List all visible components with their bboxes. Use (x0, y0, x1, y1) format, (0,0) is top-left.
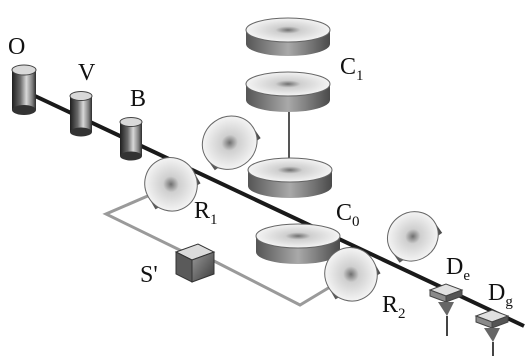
label-ramsey-r2: R2 (382, 292, 406, 322)
label-cavity-c0-main: C (336, 200, 352, 226)
label-cavity-c1-sub: 1 (356, 68, 364, 84)
side-mirror-upper (201, 115, 261, 171)
detector-e (428, 283, 464, 336)
oven-cylinder (11, 64, 37, 115)
side-mirror-lower (386, 211, 443, 263)
cavity-c0 (247, 157, 341, 264)
ramsey-zone-r2 (324, 247, 381, 302)
cavity-c1-bottom-mirror (245, 71, 331, 112)
source-box (174, 243, 216, 283)
label-detector-g-sub: g (505, 294, 513, 310)
label-ramsey-r2-main: R (382, 292, 398, 318)
label-oven: O (8, 34, 25, 60)
label-ramsey-r1: R1 (194, 198, 218, 228)
label-cavity-c1: C1 (340, 54, 364, 84)
ramsey-zone-r1 (144, 157, 201, 212)
label-detector-g-main: D (488, 280, 505, 306)
label-ramsey-r2-sub: 2 (398, 306, 406, 322)
cavity-c0-bottom-mirror (255, 223, 341, 264)
label-ramsey-r1-sub: 1 (210, 212, 218, 228)
label-buncher: B (130, 86, 146, 112)
label-detector-e-main: D (446, 254, 463, 280)
cavity-c1-top-mirror (245, 17, 331, 56)
cavity-c0-top-mirror (247, 157, 333, 198)
label-detector-e: De (446, 254, 470, 284)
label-cavity-c0-sub: 0 (352, 214, 360, 230)
wiring (102, 193, 331, 307)
label-cavity-c0: C0 (336, 200, 360, 230)
buncher-cylinder (119, 117, 143, 161)
cavity-c1 (245, 17, 331, 112)
velocity-selector-cylinder (69, 91, 93, 137)
label-detector-g: Dg (488, 280, 513, 310)
label-velocity-selector: V (78, 60, 96, 86)
label-ramsey-r1-main: R (194, 198, 210, 224)
label-cavity-c1-main: C (340, 54, 356, 80)
label-source: S' (140, 262, 158, 288)
detector-g (474, 309, 510, 356)
label-detector-e-sub: e (463, 268, 470, 284)
